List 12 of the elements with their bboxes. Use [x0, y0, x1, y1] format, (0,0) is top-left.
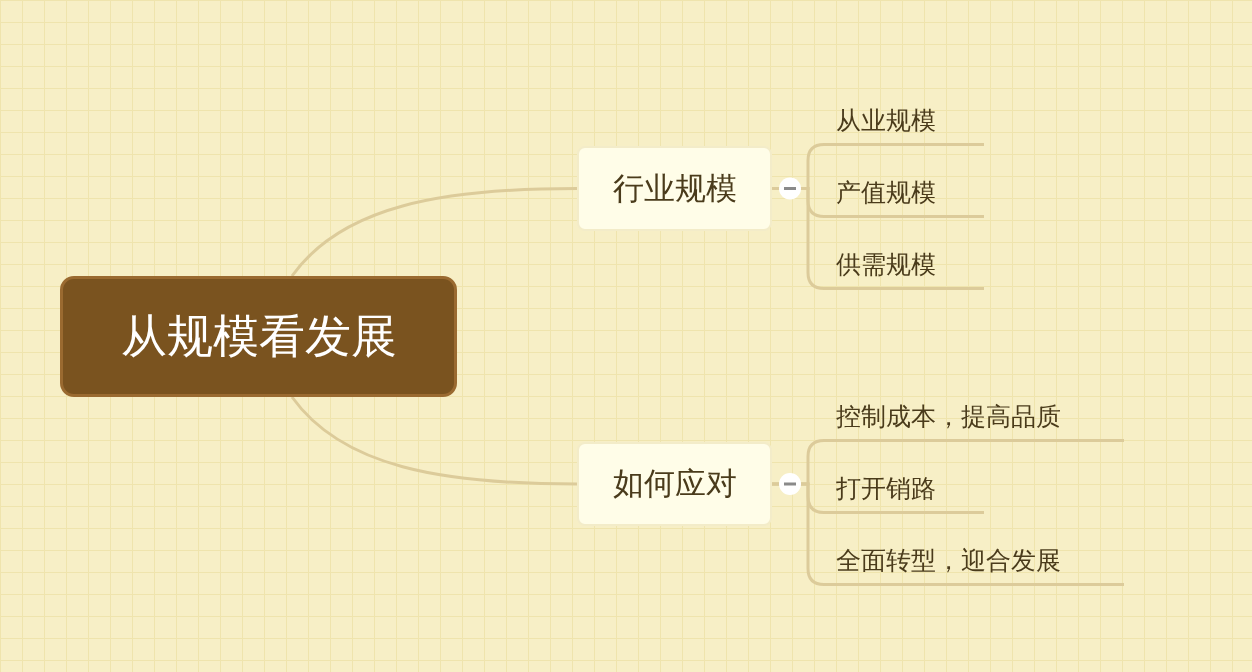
subtopic-label: 控制成本，提高品质: [824, 394, 1124, 442]
subtopic-label: 全面转型，迎合发展: [824, 538, 1124, 586]
branch-line: [290, 187, 577, 277]
subtopic-label: 打开销路: [824, 466, 984, 514]
subtopic-label: 产值规模: [824, 170, 984, 218]
topic-box: 如何应对: [577, 442, 772, 526]
topic-box: 行业规模: [577, 146, 772, 231]
subtopic-label: 从业规模: [824, 98, 984, 146]
subtopic-label: 供需规模: [824, 242, 984, 290]
branch-line: [290, 396, 577, 486]
central-topic-box: 从规模看发展: [60, 276, 457, 397]
branch-line: [772, 482, 826, 586]
